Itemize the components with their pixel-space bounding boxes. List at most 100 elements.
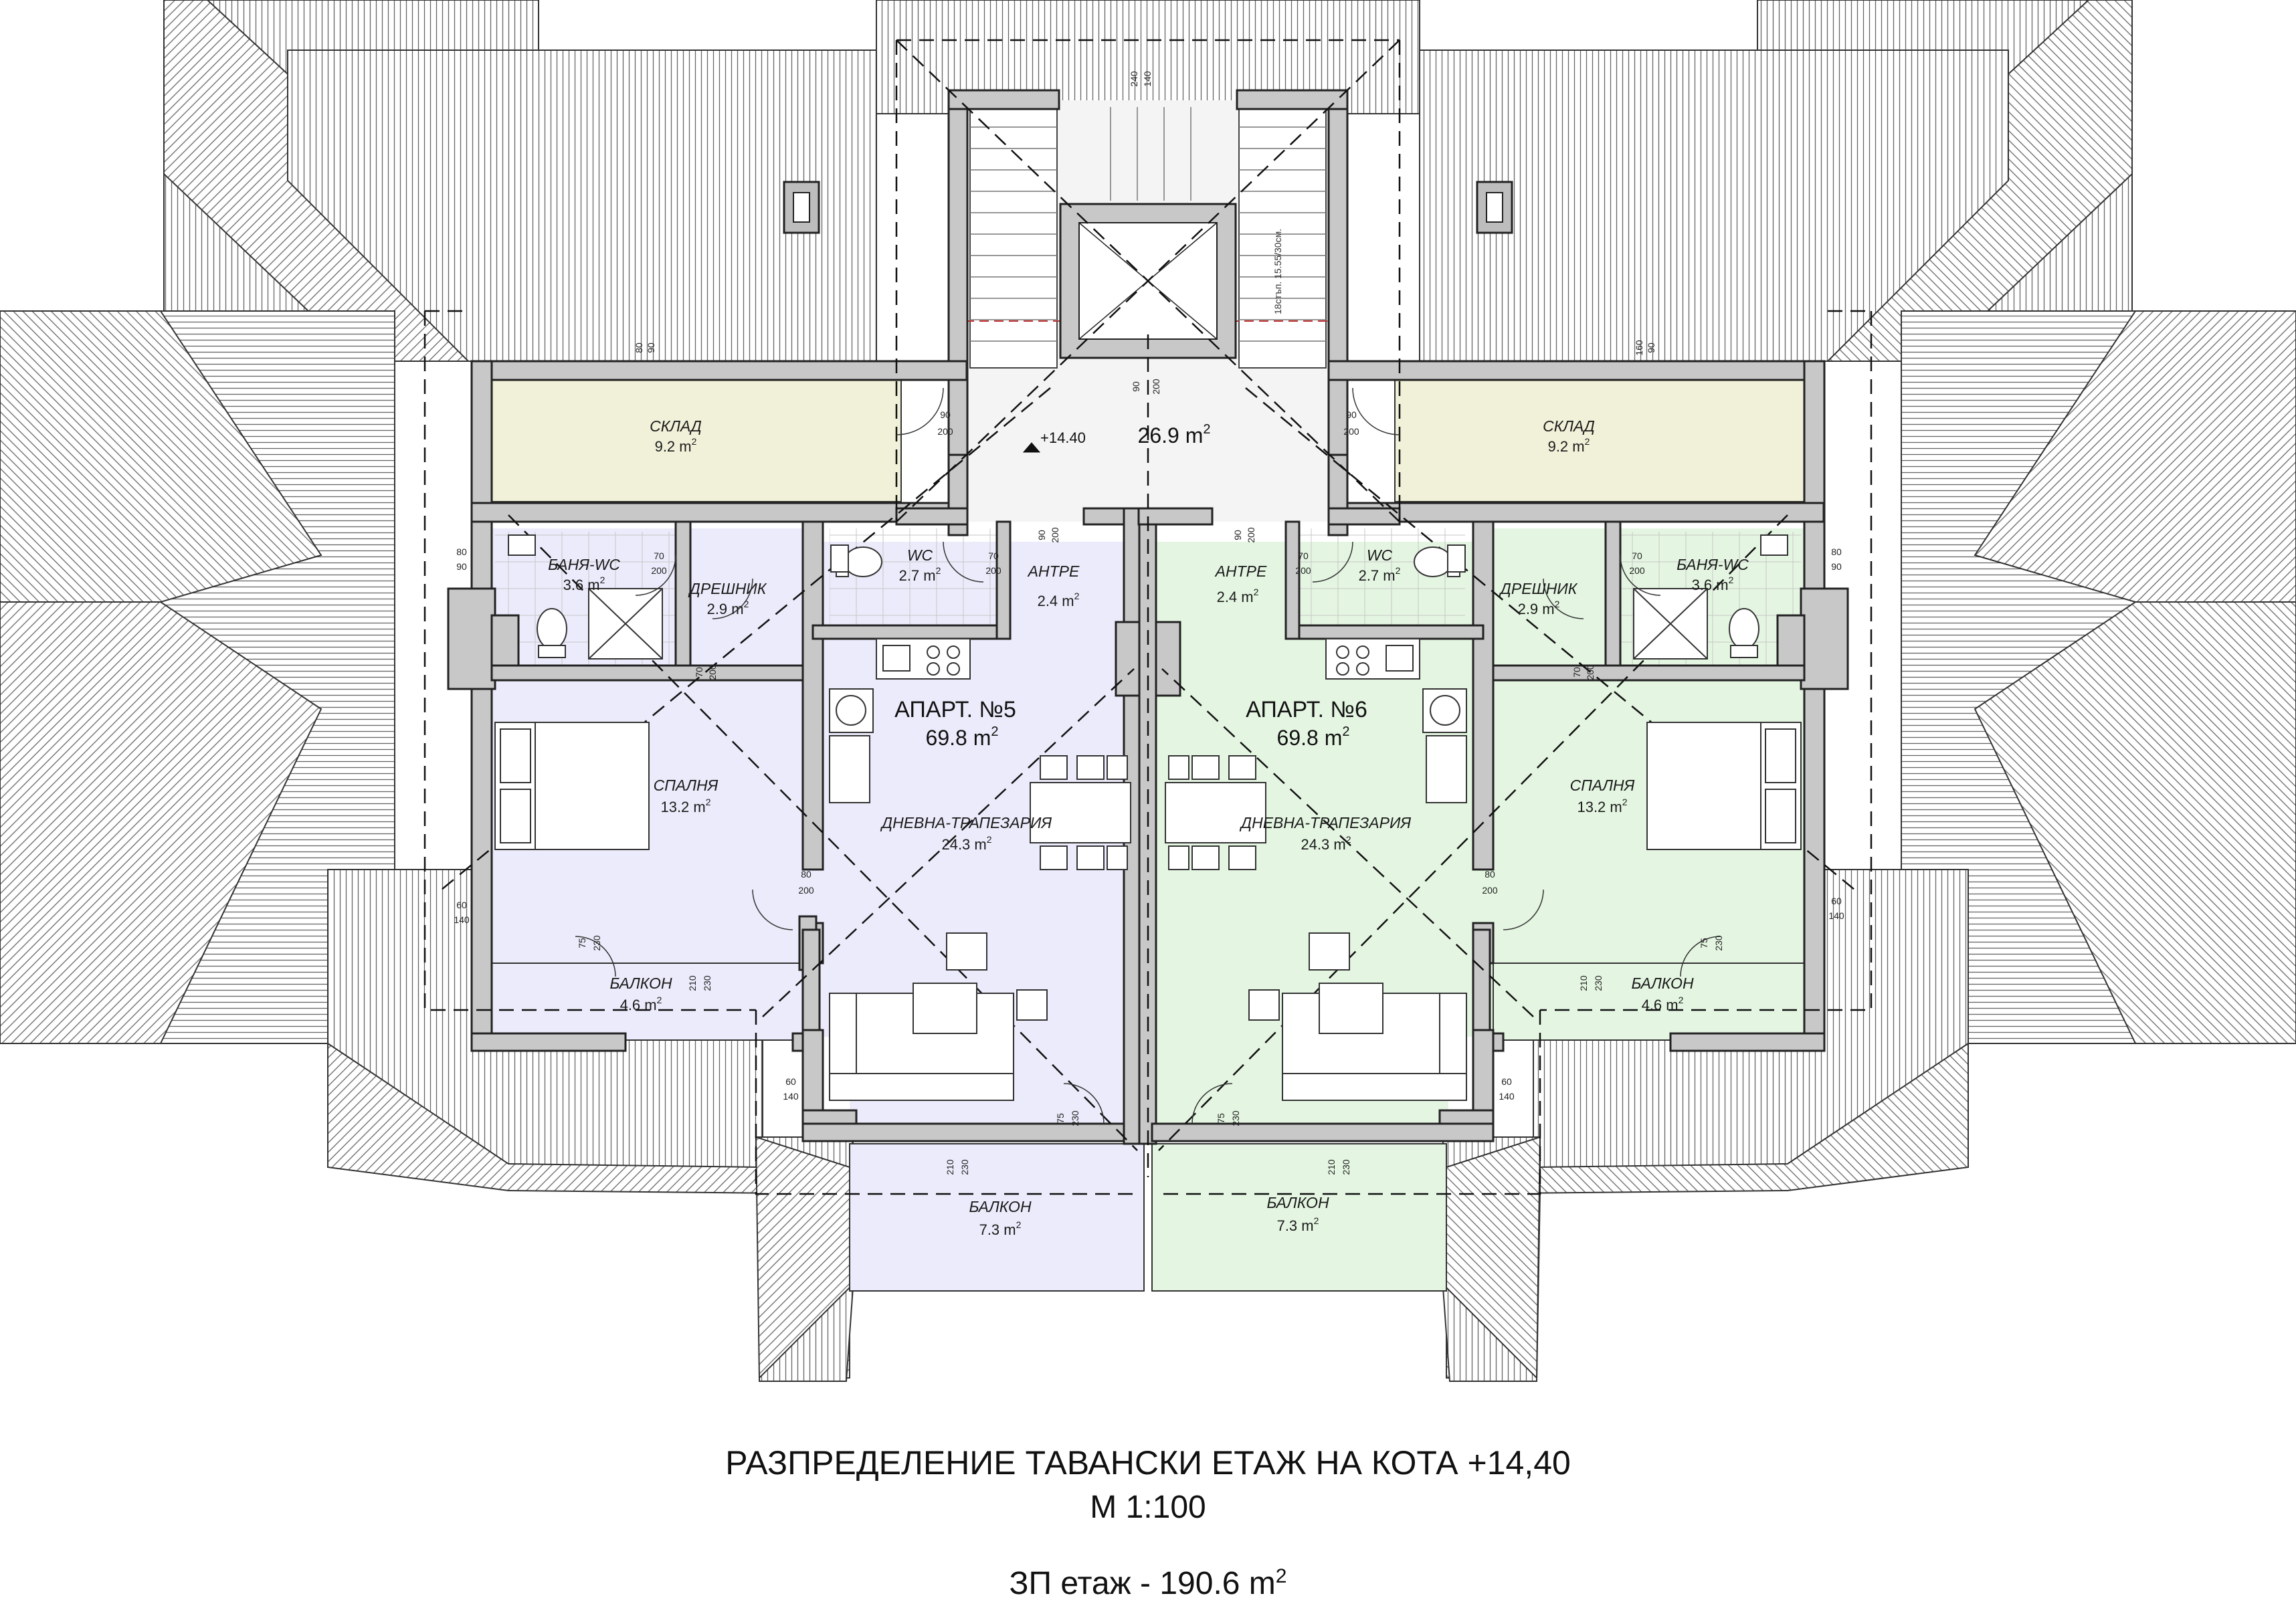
svg-text:60: 60 — [456, 900, 467, 910]
bedroom-left-area: 13.2 m — [660, 799, 705, 815]
svg-text:80: 80 — [1485, 869, 1495, 880]
wc-right-name: WC — [1367, 546, 1393, 564]
level-marker-icon — [1022, 442, 1041, 453]
sklad-left-name: СКЛАД — [650, 417, 702, 435]
balcony-front-left-area: 7.3 m — [979, 1221, 1016, 1238]
living-right-name: ДНЕВНА-ТРАПЕЗАРИЯ — [1239, 814, 1412, 831]
kitchen-right — [1325, 638, 1467, 803]
svg-text:69.8 m2: 69.8 m2 — [1277, 724, 1350, 750]
living-right-area: 24.3 m — [1301, 836, 1345, 853]
wardrobe-right-area: 2.9 m — [1518, 601, 1555, 617]
svg-text:9.2 m2: 9.2 m2 — [1548, 436, 1590, 455]
svg-text:90: 90 — [646, 342, 656, 353]
svg-text:210: 210 — [1326, 1159, 1337, 1175]
svg-text:80: 80 — [456, 546, 467, 557]
svg-text:200: 200 — [937, 426, 953, 437]
svg-text:3.6 m2: 3.6 m2 — [1692, 575, 1734, 593]
sklad-left-area: 9.2 m — [655, 438, 692, 455]
svg-text:230: 230 — [959, 1159, 970, 1175]
svg-text:200: 200 — [1246, 527, 1256, 543]
wc-right-area: 2.7 m — [1359, 567, 1396, 584]
balcony-front-right-area: 7.3 m — [1277, 1217, 1314, 1234]
svg-text:13.2 m2: 13.2 m2 — [660, 797, 710, 815]
svg-text:2.7 m2: 2.7 m2 — [1359, 565, 1401, 584]
furniture — [494, 534, 1802, 1101]
apt5-name: АПАРТ. №5 — [894, 697, 1016, 722]
sofa-left — [829, 932, 1048, 1101]
roof-right-top-flat — [1419, 49, 2009, 362]
kitchen-left — [829, 638, 971, 803]
svg-text:80: 80 — [801, 869, 811, 880]
svg-text:90: 90 — [1232, 530, 1243, 540]
svg-text:69.8 m2: 69.8 m2 — [926, 724, 999, 750]
bedroom-left-name: СПАЛНЯ — [654, 777, 719, 794]
antre-left-area: 2.4 m — [1038, 593, 1074, 609]
svg-text:200: 200 — [1151, 379, 1161, 395]
balcony-side-right-area: 4.6 m — [1642, 997, 1679, 1013]
svg-text:2.4 m2: 2.4 m2 — [1217, 587, 1259, 605]
svg-text:230: 230 — [1070, 1110, 1080, 1126]
svg-text:210: 210 — [945, 1159, 955, 1175]
svg-text:230: 230 — [1341, 1159, 1351, 1175]
corridor-area: 26.9 m — [1138, 423, 1204, 447]
svg-text:80: 80 — [634, 342, 644, 353]
dining-table-right — [1165, 755, 1266, 870]
plan-title: РАЗПРЕДЕЛЕНИЕ ТАВАНСКИ ЕТАЖ НА КОТА +14,… — [725, 1444, 1571, 1482]
dining-table-left — [1030, 755, 1131, 870]
svg-text:200: 200 — [1482, 885, 1498, 896]
svg-text:200: 200 — [1629, 565, 1645, 576]
svg-text:200: 200 — [707, 664, 718, 680]
svg-text:13.2 m2: 13.2 m2 — [1577, 797, 1627, 815]
svg-text:75: 75 — [1699, 938, 1709, 948]
wardrobe-left-area: 2.9 m — [707, 601, 744, 617]
dimension-labels: 240 140 80 90 160 90 90 200 90 200 90 20… — [454, 71, 1844, 1175]
floor-area: ЗП етаж - 190.6 m2 — [0, 1565, 2296, 1602]
balcony-side-left-name: БАЛКОН — [609, 975, 672, 992]
wardrobe-left-name: ДРЕШНИК — [688, 580, 767, 597]
balcony-front-left-name: БАЛКОН — [969, 1198, 1032, 1215]
svg-text:60: 60 — [1831, 896, 1842, 906]
svg-text:140: 140 — [783, 1091, 799, 1102]
sklad-right-name: СКЛАД — [1543, 417, 1595, 435]
antre-right-name: АНТРЕ — [1214, 563, 1267, 580]
floor-area-text: ЗП етаж - 190.6 m — [1009, 1566, 1276, 1601]
svg-text:70: 70 — [988, 550, 999, 561]
level-mark: +14.40 — [1040, 429, 1086, 446]
svg-text:75: 75 — [1216, 1113, 1226, 1124]
apt6-area: 69.8 m — [1277, 726, 1343, 750]
svg-text:75: 75 — [1055, 1113, 1066, 1124]
svg-text:210: 210 — [687, 975, 698, 991]
toilet-bath-right — [1729, 608, 1759, 658]
svg-text:200: 200 — [1050, 527, 1060, 543]
living-left-name: ДНЕВНА-ТРАПЕЗАРИЯ — [880, 814, 1052, 831]
roof-central-gable — [876, 0, 1420, 114]
svg-text:70: 70 — [1571, 667, 1582, 678]
bath-left-area: 3.6 m — [563, 577, 600, 593]
svg-text:26.9 m2: 26.9 m2 — [1138, 422, 1211, 447]
shower-right — [1633, 588, 1708, 660]
svg-text:2.4 m2: 2.4 m2 — [1038, 591, 1080, 609]
svg-text:2.9 m2: 2.9 m2 — [1518, 599, 1560, 617]
svg-text:210: 210 — [1578, 975, 1589, 991]
sink-wc-left — [830, 544, 849, 573]
sink-bath-left — [508, 534, 536, 556]
svg-text:7.3 m2: 7.3 m2 — [979, 1219, 1022, 1238]
svg-text:140: 140 — [454, 914, 470, 925]
svg-text:140: 140 — [1828, 910, 1844, 921]
shower-left — [588, 588, 663, 660]
svg-text:200: 200 — [798, 885, 814, 896]
svg-text:80: 80 — [1831, 546, 1842, 557]
sklad-right-area: 9.2 m — [1548, 438, 1585, 455]
sink-wc-right — [1447, 544, 1466, 573]
roof-right-side-diag2 — [1974, 601, 2296, 1044]
chimney-right — [1476, 181, 1513, 234]
living-left-area: 24.3 m — [941, 836, 986, 853]
bedroom-right-name: СПАЛНЯ — [1570, 777, 1635, 794]
roof — [0, 0, 2296, 1382]
balcony-side-left-area: 4.6 m — [620, 997, 657, 1013]
svg-text:90: 90 — [1036, 530, 1047, 540]
plan-scale: М 1:100 — [1090, 1490, 1206, 1525]
staircase — [950, 106, 1345, 369]
svg-text:90: 90 — [1831, 561, 1842, 572]
